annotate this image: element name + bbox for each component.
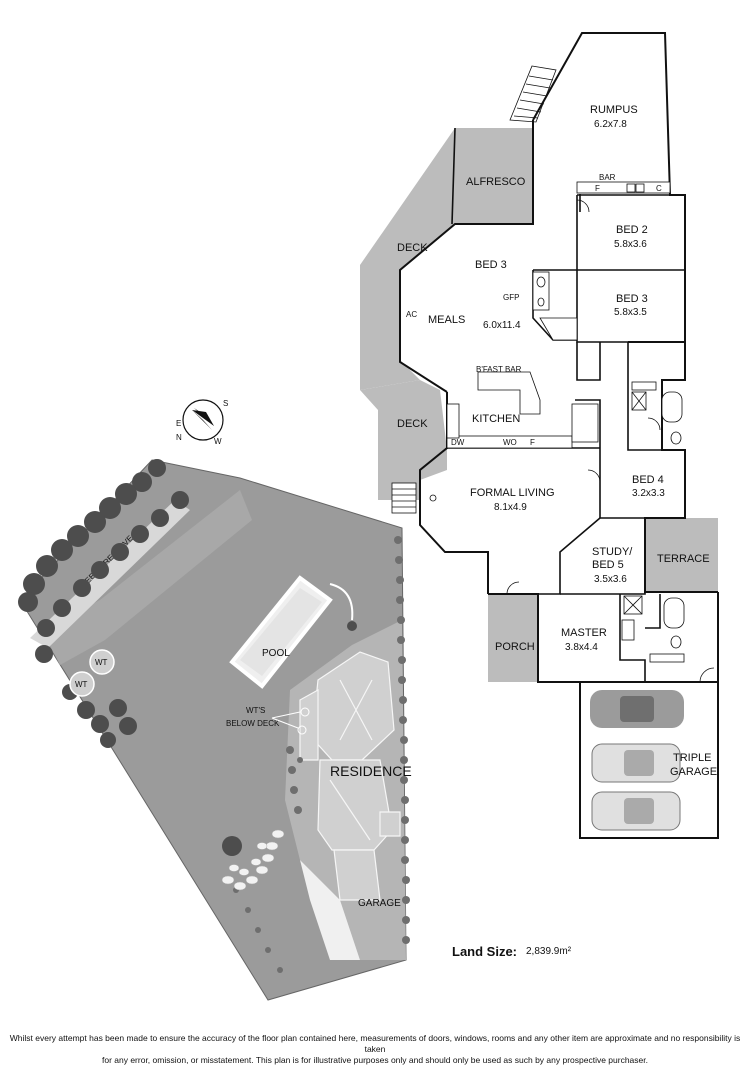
disclaimer-line2: for any error, omission, or misstatement…	[101, 1055, 648, 1065]
svg-text:POOL: POOL	[262, 648, 290, 659]
svg-text:W: W	[214, 437, 222, 446]
stairs-upper	[509, 65, 557, 123]
room-rumpus: RUMPUS	[590, 104, 638, 116]
bar-counter	[576, 181, 671, 194]
triple-garage: TRIPLE GARAGE	[579, 681, 719, 839]
ensuite-vanity	[631, 381, 657, 391]
lawn-shade	[42, 490, 252, 665]
svg-text:E: E	[176, 419, 181, 428]
terrace-area	[645, 518, 718, 592]
room-bed2-size: 5.8x3.6	[614, 239, 647, 250]
svg-text:S: S	[223, 399, 228, 408]
tree-row	[18, 459, 242, 856]
room-bed3: BED 3	[616, 293, 648, 305]
meals-label: MEALS	[428, 314, 465, 326]
svg-text:N: N	[176, 433, 182, 442]
room-bed4: BED 4	[632, 474, 664, 486]
deck-upper-area	[360, 128, 455, 390]
room-master: MASTER	[561, 627, 607, 639]
stairs-lower	[391, 482, 417, 514]
kitchen-side-counter	[446, 403, 460, 439]
porch-area	[488, 594, 538, 682]
master-bath	[663, 597, 685, 629]
residence-label: RESIDENCE	[330, 763, 412, 779]
fridge-label: F	[595, 184, 600, 193]
hedge-row	[233, 536, 410, 973]
kitchen-label: KITCHEN	[472, 413, 520, 425]
room-family: BED 3	[475, 259, 507, 271]
room-bed4-size: 3.2x3.3	[632, 488, 665, 499]
room-bed2: BED 2	[616, 224, 648, 236]
room-study: STUDY/	[592, 546, 633, 558]
room-rumpus-size: 6.2x7.8	[594, 119, 627, 130]
fridge	[626, 183, 636, 193]
disclaimer-line1: Whilst every attempt has been made to en…	[9, 1033, 741, 1054]
room-study-line2: BED 5	[592, 559, 624, 571]
wt-note-line2: BELOW DECK	[226, 719, 280, 728]
laundry-counter	[571, 403, 599, 443]
car-icon	[590, 690, 684, 728]
ac-unit	[429, 494, 437, 502]
garage-label-line1: TRIPLE	[673, 752, 712, 764]
room-bed3-size: 5.8x3.5	[614, 307, 647, 318]
garage-label-line2: GARAGE	[670, 766, 717, 778]
front-drive	[300, 860, 360, 960]
breakfast-bar-label: B'FAST BAR	[476, 365, 522, 374]
car-icon	[591, 743, 681, 783]
alfresco-label: ALFRESCO	[466, 176, 526, 188]
residence-roof	[299, 651, 401, 901]
stepping-stones	[221, 829, 285, 891]
room-study-size: 3.5x3.6	[594, 574, 627, 585]
ensuite-bath	[661, 391, 683, 423]
ac-label: AC	[406, 310, 417, 319]
bar-label: BAR	[599, 173, 616, 182]
site-garage-label: GARAGE	[358, 898, 401, 909]
porch-label: PORCH	[495, 641, 535, 653]
deck-lower-label: DECK	[397, 418, 428, 430]
interior-walls	[447, 127, 685, 682]
compass-icon: N E S W	[176, 399, 228, 446]
fixtures	[429, 181, 685, 663]
cellar-label: C	[656, 184, 662, 193]
garden-feature	[347, 621, 357, 631]
car-icon	[591, 791, 681, 831]
floor-plan: TRIPLE GARAGE RUMPUS 6.2x7.8 BAR F C ALF…	[360, 32, 719, 839]
robe	[649, 653, 685, 663]
water-tank-1: WT	[89, 649, 115, 675]
room-master-size: 3.8x4.4	[565, 642, 598, 653]
pool: POOL	[229, 575, 333, 689]
shower	[539, 317, 578, 341]
gfp-label: GFP	[503, 293, 519, 302]
master-vanity	[621, 619, 635, 641]
room-formal-living: FORMAL LIVING	[470, 487, 555, 499]
breakfast-bar	[477, 371, 541, 415]
site-plan: CREEK & RESERVE WT WT	[18, 399, 412, 1001]
land-size-value: 2,839.9m²	[526, 946, 572, 957]
room-formal-living-size: 8.1x4.9	[494, 502, 527, 513]
deck-lower-area	[360, 380, 447, 500]
pool-path	[329, 583, 354, 621]
wt-pointer	[271, 707, 310, 735]
dw-label: DW	[451, 438, 465, 447]
kitchen-fridge-label: F	[530, 438, 535, 447]
land-size-label: Land Size:	[452, 944, 518, 959]
terrace-label: TERRACE	[657, 553, 710, 565]
room-family-size: 6.0x11.4	[483, 320, 521, 331]
wo-label: WO	[503, 438, 517, 447]
doors	[506, 199, 715, 683]
deck-upper-label: DECK	[397, 242, 428, 254]
water-tank-2: WT	[69, 671, 95, 697]
alfresco-area	[455, 128, 533, 224]
svg-text:WT: WT	[75, 680, 88, 689]
wt-note-line1: WT'S	[246, 706, 265, 715]
disclaimer: Whilst every attempt has been made to en…	[6, 1033, 744, 1066]
svg-text:WT: WT	[95, 658, 108, 667]
